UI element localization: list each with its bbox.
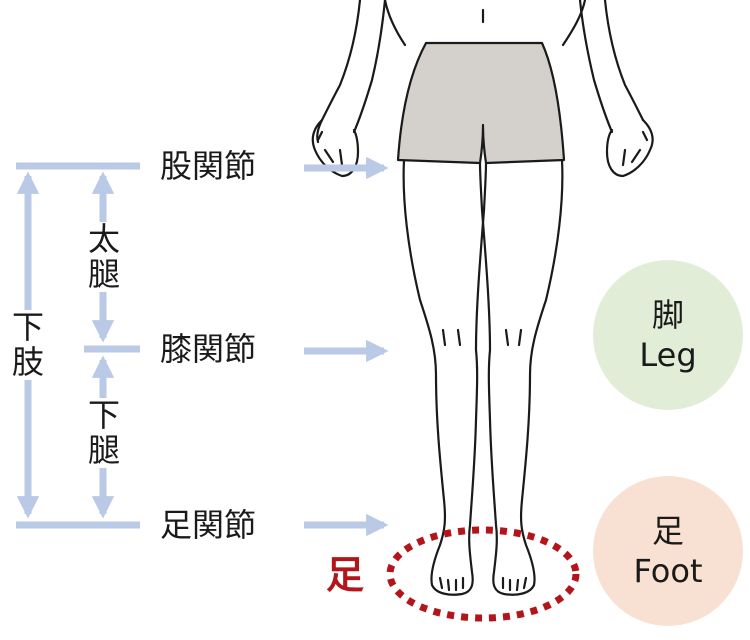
knee-joint-label: 膝関節 bbox=[160, 330, 257, 368]
left-leg bbox=[402, 158, 488, 596]
leg-legend-jp: 脚 bbox=[651, 296, 684, 334]
right-leg bbox=[478, 158, 564, 596]
leg-legend-en: Leg bbox=[639, 336, 697, 374]
foot-legend-circle: 足 Foot bbox=[593, 476, 743, 626]
lower-leg-label-text: 下腿 bbox=[88, 396, 121, 470]
left-hand bbox=[311, 118, 360, 178]
left-arm bbox=[316, 0, 387, 144]
right-hand bbox=[605, 118, 654, 178]
left-toes bbox=[438, 576, 465, 592]
human-figure bbox=[311, 0, 654, 596]
right-knee bbox=[504, 328, 523, 347]
thigh-label: 太腿 bbox=[84, 220, 124, 294]
foot-highlight-ellipse bbox=[386, 526, 580, 622]
thigh-label-text: 太腿 bbox=[88, 220, 121, 294]
leg-legend-circle: 脚 Leg bbox=[593, 260, 743, 410]
hip-joint-label: 股関節 bbox=[160, 147, 257, 185]
right-toes bbox=[501, 576, 528, 592]
right-arm bbox=[578, 0, 645, 134]
lower-limb-label-text: 下肢 bbox=[12, 308, 45, 382]
lower-leg-label: 下腿 bbox=[84, 396, 124, 470]
shorts bbox=[396, 41, 566, 165]
left-knee bbox=[441, 328, 462, 347]
foot-red-label: 足 bbox=[326, 553, 365, 597]
foot-legend-jp: 足 bbox=[651, 512, 684, 550]
foot-legend-en: Foot bbox=[633, 552, 703, 590]
lower-limb-label: 下肢 bbox=[8, 308, 48, 382]
ankle-joint-label: 足関節 bbox=[160, 506, 257, 544]
torso bbox=[383, 0, 587, 47]
